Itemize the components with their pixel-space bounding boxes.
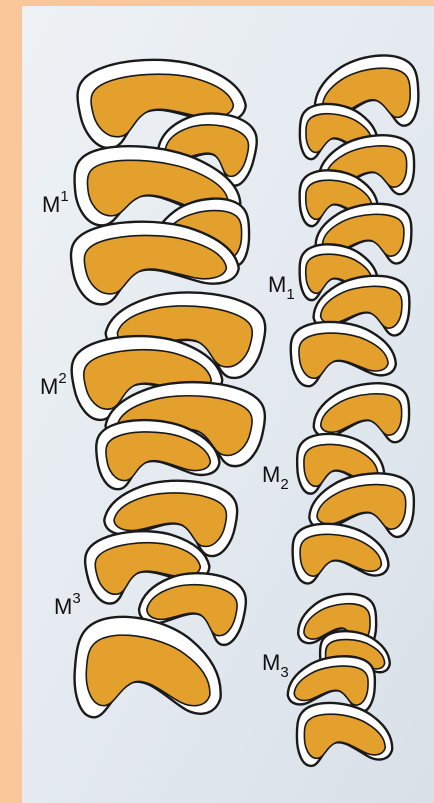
- molar-diagram: M1 M2 M3 M1 M2 M3: [0, 0, 434, 803]
